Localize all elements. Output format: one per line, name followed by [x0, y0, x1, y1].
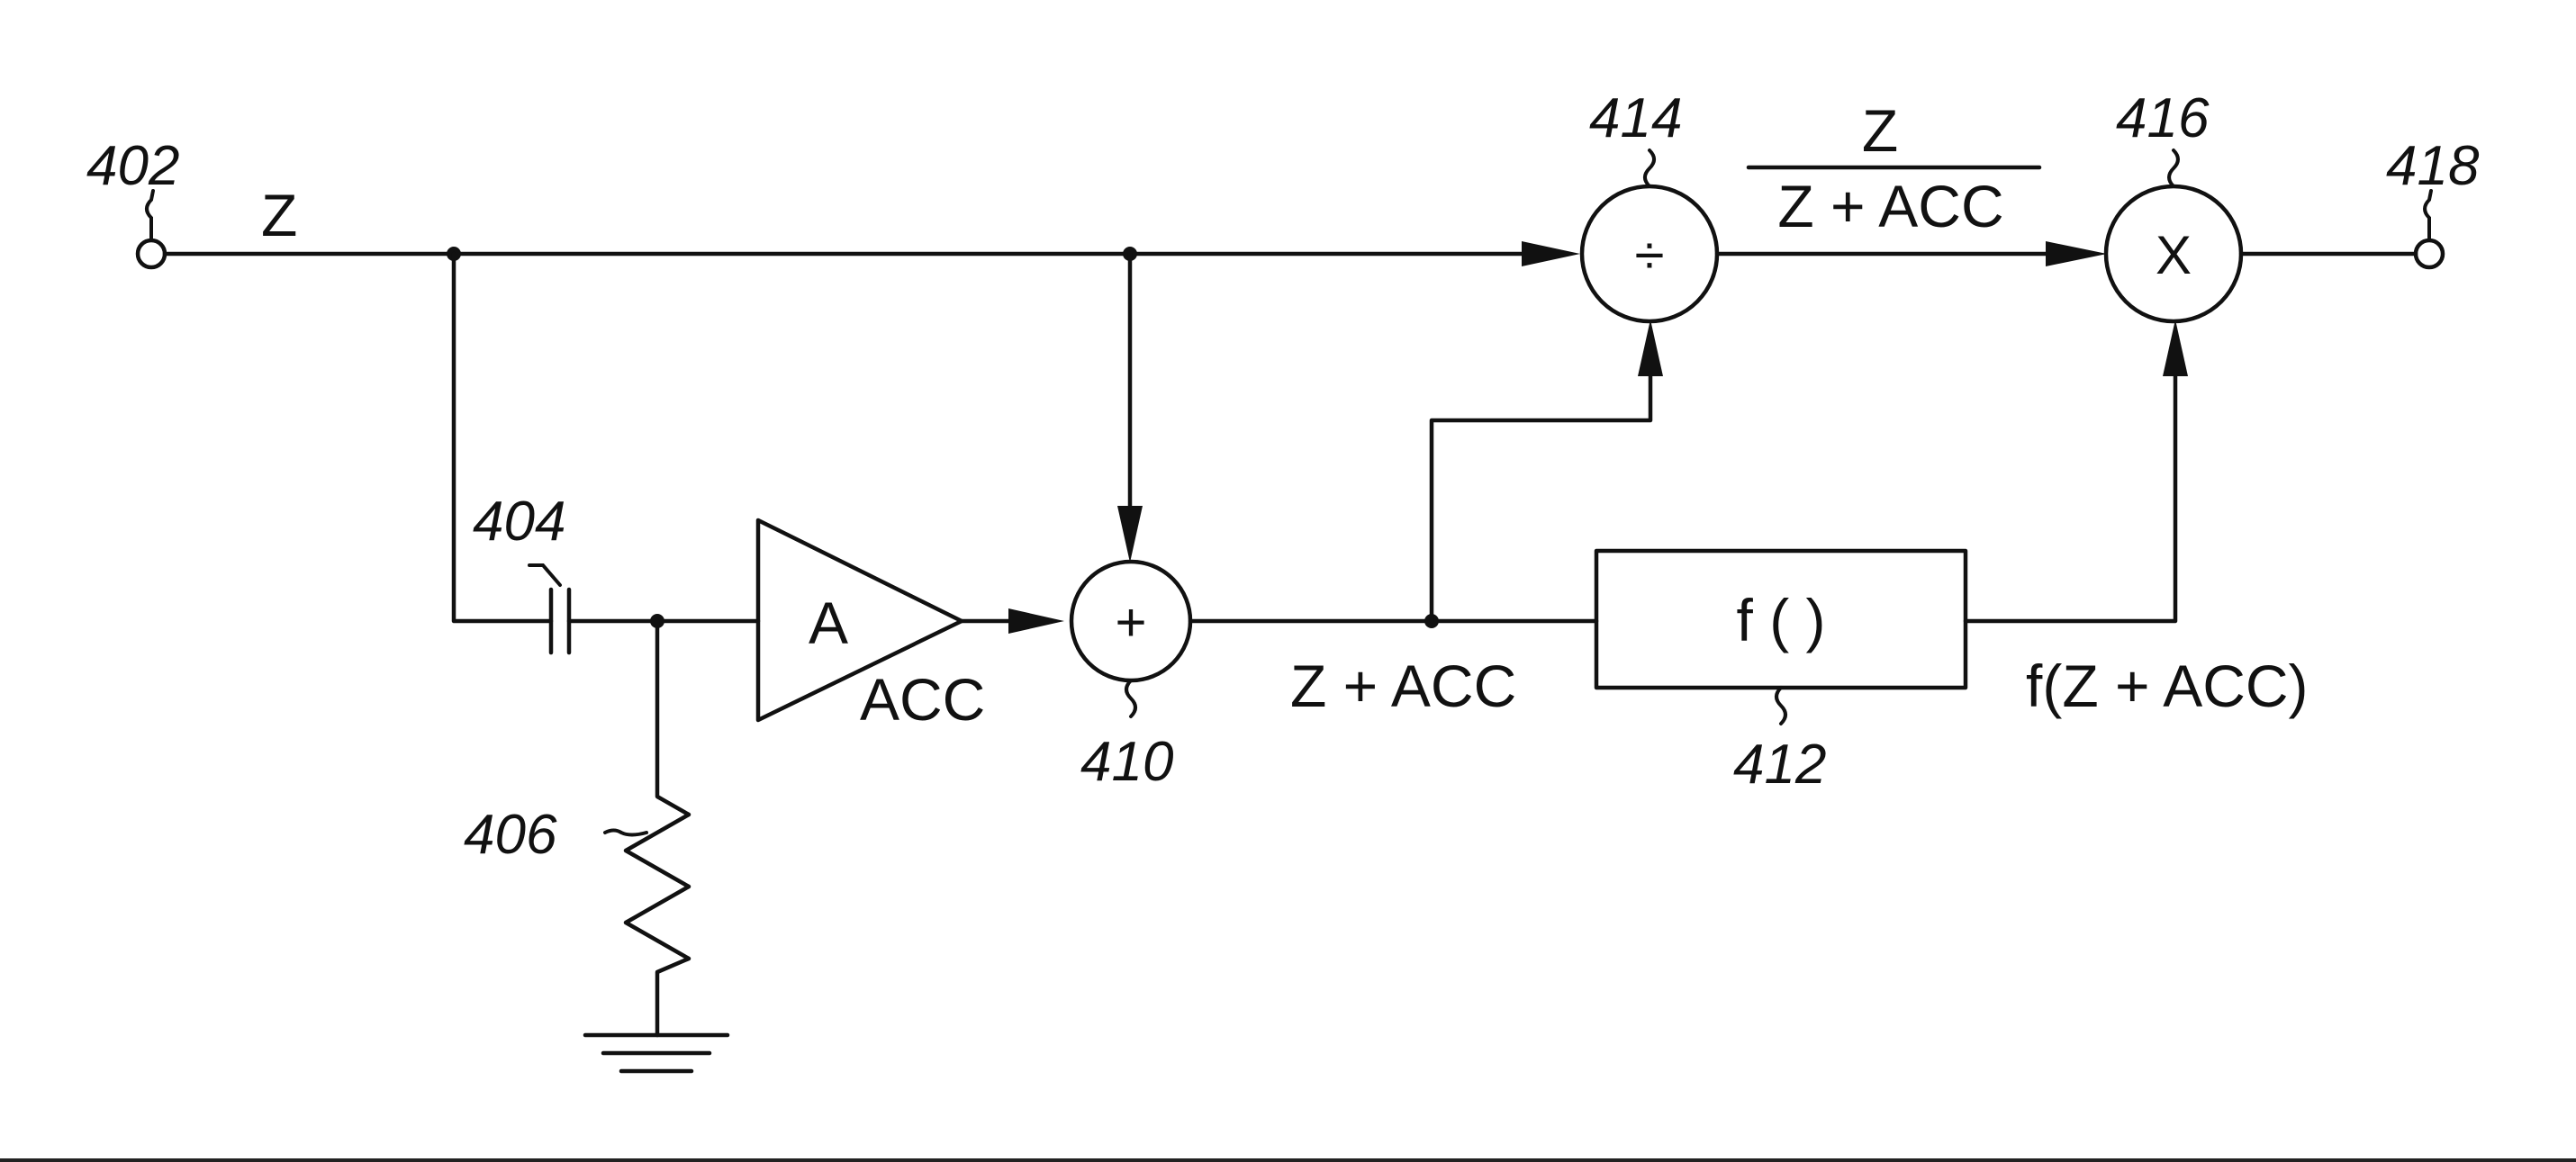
multiplier-leader: [2167, 149, 2180, 188]
amplifier-output-label: ACC: [860, 666, 985, 733]
function-output-wire: [1963, 366, 2178, 624]
output-node-ref: 418: [2386, 135, 2480, 197]
multiplier-bottom-arrow: [2163, 320, 2188, 376]
function-output-label: f(Z + ACC): [2026, 653, 2309, 719]
capacitor-branch-wire: [451, 251, 554, 624]
amplifier: A ACC: [755, 518, 985, 733]
divider-symbol: ÷: [1635, 225, 1665, 285]
capacitor-ref: 404: [473, 491, 565, 553]
input-signal-label: Z: [261, 182, 297, 248]
multiplier: X 416: [2103, 87, 2244, 324]
output-node: 418: [2386, 135, 2480, 270]
divider: ÷ 414: [1579, 87, 1720, 324]
input-node-leader: [145, 189, 155, 242]
divider-bottom-arrow: [1638, 320, 1663, 376]
resistor-ref: 406: [464, 804, 557, 866]
ground-icon: [583, 1032, 730, 1074]
function-block-leader: [1775, 686, 1787, 725]
input-node-ref: 402: [86, 135, 179, 197]
adder-leader: [1125, 679, 1137, 718]
adder-output-label: Z + ACC: [1290, 653, 1516, 719]
resistor-leader: [603, 828, 648, 837]
multiplier-symbol: X: [2156, 225, 2192, 285]
function-block: f ( ) 412: [1594, 548, 1968, 796]
adder-top-arrow: [1117, 506, 1143, 563]
capacitor: 404: [473, 491, 572, 655]
output-node-leader: [2423, 189, 2433, 242]
capacitor-leader: [528, 563, 562, 587]
multiplier-ref: 416: [2116, 87, 2210, 149]
function-block-ref: 412: [1733, 734, 1826, 796]
multiplier-input-arrow: [2046, 241, 2107, 266]
amplifier-gain-label: A: [809, 590, 848, 656]
adder: + 410: [1069, 559, 1193, 793]
ratio-label: Z Z + ACC: [1746, 97, 2042, 239]
adder-left-arrow: [1008, 608, 1064, 634]
ratio-denominator: Z + ACC: [1777, 173, 2003, 239]
adder-ref: 410: [1080, 731, 1173, 793]
divider-ref: 414: [1589, 87, 1682, 149]
divider-bottom-wire: [1429, 366, 1653, 624]
ratio-numerator: Z: [1862, 97, 1898, 164]
divider-input-arrow: [1522, 241, 1580, 266]
function-block-text: f ( ): [1737, 587, 1826, 653]
resistor: 406: [464, 618, 691, 1038]
input-node: 402: [86, 135, 179, 270]
adder-symbol: +: [1115, 592, 1146, 653]
divider-leader: [1643, 149, 1656, 188]
